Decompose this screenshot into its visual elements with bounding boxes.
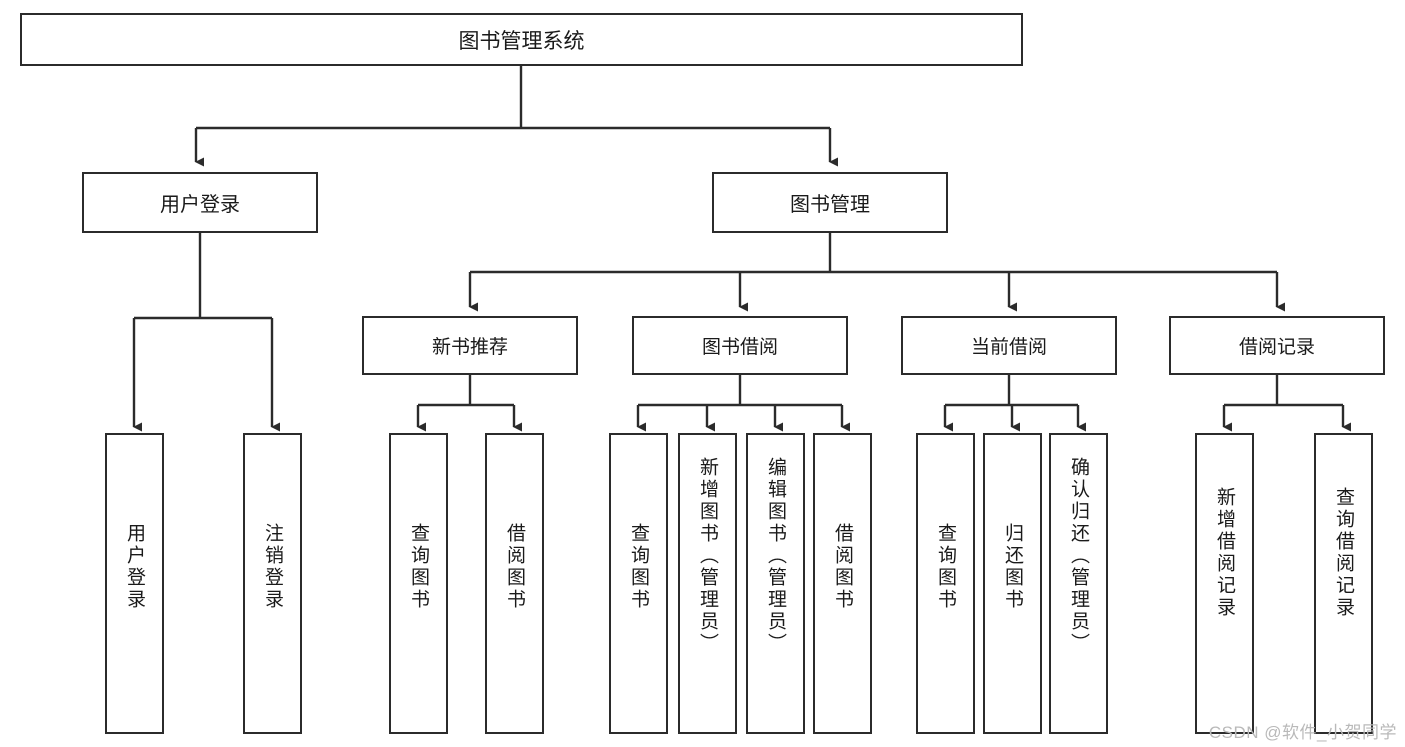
node-label: 借阅记录 <box>1238 337 1315 358</box>
node-label: 查询图书 <box>935 523 956 611</box>
node-label: 借阅图书 <box>832 523 853 611</box>
node-label: 查询借阅记录 <box>1333 487 1354 619</box>
node-label: 编辑图书（管理员） <box>765 457 786 655</box>
node-label: 当前借阅 <box>970 337 1047 358</box>
leaf-records-add-record[interactable]: 新增借阅记录 <box>1195 433 1254 734</box>
node-label: 图书管理系统 <box>458 29 585 53</box>
leaf-current-confirm-return-admin[interactable]: 确认归还（管理员） <box>1049 433 1108 734</box>
node-book-management[interactable]: 图书管理 <box>712 172 948 233</box>
node-current-borrow[interactable]: 当前借阅 <box>901 316 1117 375</box>
node-label: 确认归还（管理员） <box>1068 457 1089 655</box>
leaf-current-query-book[interactable]: 查询图书 <box>916 433 975 734</box>
node-user-login[interactable]: 用户登录 <box>82 172 318 233</box>
leaf-borrow-borrow-book[interactable]: 借阅图书 <box>813 433 872 734</box>
leaf-user-login-login[interactable]: 用户登录 <box>105 433 164 734</box>
leaf-borrow-edit-book-admin[interactable]: 编辑图书（管理员） <box>746 433 805 734</box>
node-root-system[interactable]: 图书管理系统 <box>20 13 1023 66</box>
node-label: 归还图书 <box>1002 523 1023 611</box>
leaf-user-login-logout[interactable]: 注销登录 <box>243 433 302 734</box>
node-borrow-records[interactable]: 借阅记录 <box>1169 316 1385 375</box>
leaf-borrow-query-book[interactable]: 查询图书 <box>609 433 668 734</box>
node-label: 图书借阅 <box>701 337 778 358</box>
csdn-watermark: CSDN @软件_小贺同学 <box>1208 723 1397 742</box>
node-label: 借阅图书 <box>504 523 525 611</box>
leaf-new-book-borrow[interactable]: 借阅图书 <box>485 433 544 734</box>
node-label: 查询图书 <box>628 523 649 611</box>
node-label: 用户登录 <box>160 194 240 216</box>
node-label: 新增借阅记录 <box>1214 487 1235 619</box>
node-label: 注销登录 <box>262 523 283 611</box>
node-book-borrow[interactable]: 图书借阅 <box>632 316 848 375</box>
leaf-current-return-book[interactable]: 归还图书 <box>983 433 1042 734</box>
leaf-new-book-query[interactable]: 查询图书 <box>389 433 448 734</box>
node-new-book-recommend[interactable]: 新书推荐 <box>362 316 578 375</box>
node-label: 新书推荐 <box>431 337 508 358</box>
node-label: 用户登录 <box>124 523 145 611</box>
node-label: 新增图书（管理员） <box>697 457 718 655</box>
node-label: 查询图书 <box>408 523 429 611</box>
leaf-borrow-add-book-admin[interactable]: 新增图书（管理员） <box>678 433 737 734</box>
node-label: 图书管理 <box>790 194 870 216</box>
leaf-records-query-record[interactable]: 查询借阅记录 <box>1314 433 1373 734</box>
